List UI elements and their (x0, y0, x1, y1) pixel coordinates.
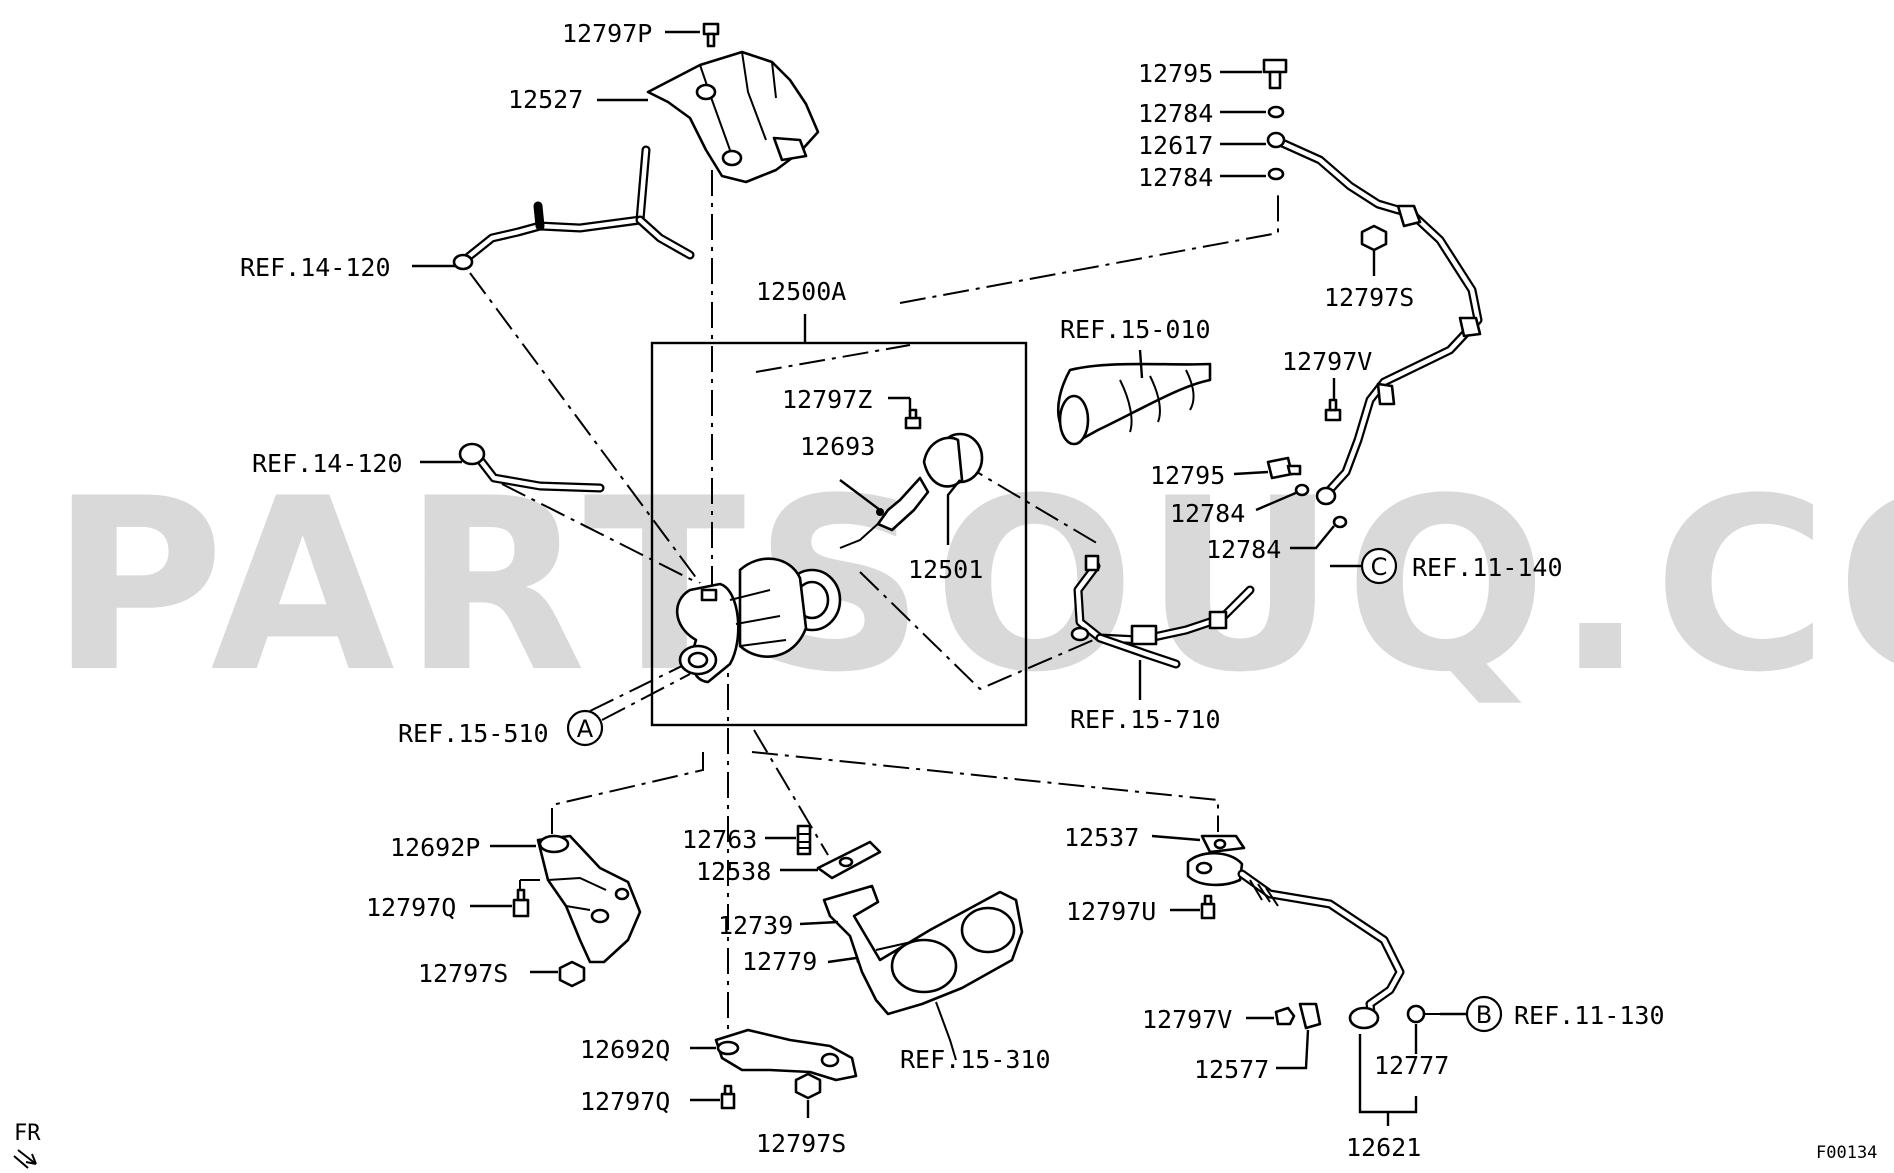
part-labels: 12797P 12527 REF.14-120 12500A 12797Z 12… (240, 19, 1665, 1162)
nut-12797S-left-icon (558, 960, 586, 988)
assembly-box (650, 341, 1028, 727)
gasket-12538-icon (816, 840, 882, 880)
label-12692P: 12692P (390, 833, 480, 862)
label-12797Q-upper: 12797Q (366, 893, 456, 922)
bracket-12692Q-icon (714, 1028, 858, 1082)
washer-12784-a-icon (1267, 105, 1285, 119)
washer-12784-b-icon (1267, 167, 1285, 181)
label-12795-mid: 12795 (1150, 461, 1225, 490)
label-12797Q-lower: 12797Q (580, 1087, 670, 1116)
label-12501: 12501 (908, 555, 983, 584)
bolt-12797Z-icon (904, 408, 922, 430)
gasket-12537-icon (1200, 834, 1246, 854)
turbocharger-icon (675, 557, 842, 684)
washer-12784-c-icon (1294, 483, 1310, 497)
label-12797Z: 12797Z (782, 385, 872, 414)
label-12538: 12538 (696, 857, 771, 886)
bolt-12797V-lower-icon (1274, 1006, 1296, 1026)
label-12779: 12779 (742, 947, 817, 976)
label-ref-15-510: REF.15-510 (398, 719, 549, 748)
label-12784-d: 12784 (1206, 535, 1281, 564)
label-12797U: 12797U (1066, 897, 1156, 926)
bolt-12795-top-icon (1262, 58, 1288, 90)
svg-text:A: A (577, 715, 594, 743)
front-direction-indicator: FR (13, 1121, 41, 1169)
bolt-12797Q-lower-icon (720, 1084, 736, 1110)
label-12537: 12537 (1064, 823, 1139, 852)
label-12527: 12527 (508, 85, 583, 114)
bolt-12795-mid-icon (1266, 456, 1302, 480)
label-ref-11-130: REF.11-130 (1514, 1001, 1665, 1030)
bracket-12692P-icon (536, 834, 642, 964)
svg-text:B: B (1476, 1001, 1492, 1029)
label-12763: 12763 (682, 825, 757, 854)
label-12739: 12739 (718, 911, 793, 940)
label-ref-15-010: REF.15-010 (1060, 315, 1211, 344)
ref-15-310-exhaust-icon (822, 884, 1024, 1061)
label-ref-14-120-lower: REF.14-120 (252, 449, 403, 478)
bolt-12797P-icon (702, 22, 720, 48)
nut-12797S-upper-icon (1360, 224, 1388, 252)
bolt-12797U-icon (1200, 894, 1216, 920)
label-12693: 12693 (800, 432, 875, 461)
clip-12577-icon (1298, 1002, 1322, 1030)
label-12795-top: 12795 (1138, 59, 1213, 88)
bolt-12797V-upper-icon (1324, 398, 1342, 422)
label-12777: 12777 (1374, 1051, 1449, 1080)
label-12797S-upper: 12797S (1324, 283, 1414, 312)
label-ref-14-120-upper: REF.14-120 (240, 253, 391, 282)
label-12797S-lower: 12797S (756, 1129, 846, 1158)
svg-text:FR: FR (14, 1121, 41, 1146)
leader-lines (412, 30, 1470, 1126)
label-ref-11-140: REF.11-140 (1412, 553, 1563, 582)
connector-b: B (1465, 995, 1503, 1033)
label-ref-15-710: REF.15-710 (1070, 705, 1221, 734)
ref-14-120-upper-pipe-icon (452, 145, 695, 271)
diagram-code: F00134 (1816, 1143, 1877, 1163)
label-12784-c: 12784 (1170, 499, 1245, 528)
label-12797V-lower: 12797V (1142, 1005, 1232, 1034)
nut-12797S-lower-icon (794, 1072, 822, 1100)
stud-12763-icon (796, 824, 812, 856)
oil-feed-pipe-12617-icon (1266, 131, 1483, 506)
connector-c: C (1360, 547, 1398, 585)
label-12617: 12617 (1138, 131, 1213, 160)
connector-a: A (566, 709, 604, 747)
ref-15-710-hose-icon (1070, 554, 1255, 669)
label-ref-15-310: REF.15-310 (900, 1045, 1051, 1074)
oil-return-pipe-12621-icon (1186, 851, 1405, 1030)
heat-shield-12527-icon (646, 50, 820, 184)
ref-14-120-lower-pipe-icon (458, 442, 605, 493)
washer-12784-d-icon (1332, 515, 1348, 529)
label-12577: 12577 (1194, 1055, 1269, 1084)
label-12784-a: 12784 (1138, 99, 1213, 128)
label-12621: 12621 (1346, 1133, 1421, 1162)
label-12797V-upper: 12797V (1282, 347, 1372, 376)
label-12692Q: 12692Q (580, 1035, 670, 1064)
actuator-12501-icon (839, 432, 984, 549)
svg-text:C: C (1371, 553, 1388, 581)
bolt-12797Q-upper-icon (512, 879, 540, 918)
label-12797S-left: 12797S (418, 959, 508, 988)
watermark: PARTSOUQ.COM (50, 448, 1894, 725)
washer-12777-icon (1406, 1004, 1426, 1024)
label-12797P: 12797P (562, 19, 652, 48)
label-12784-b: 12784 (1138, 163, 1213, 192)
label-12500A: 12500A (756, 277, 846, 306)
ref-15-010-intake-hose-icon (1056, 362, 1212, 446)
